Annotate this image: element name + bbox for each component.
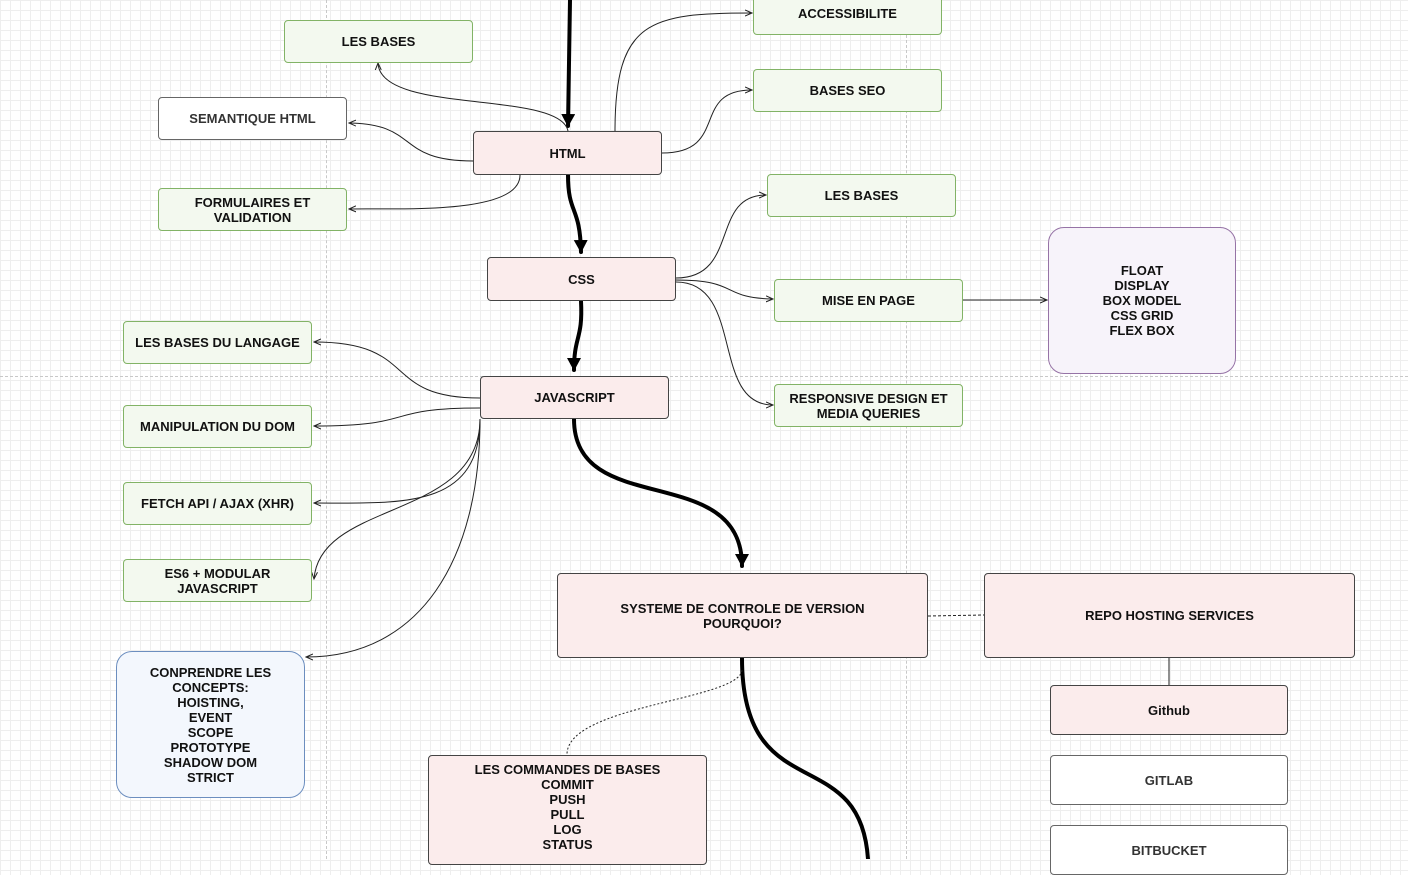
vcs-node[interactable]: SYSTEME DE CONTROLE DE VERSION POURQUOI? <box>557 573 928 658</box>
main-flow-vcs-down <box>740 656 870 859</box>
mise-en-page-node[interactable]: MISE EN PAGE <box>774 279 963 322</box>
guide-line-vertical <box>326 0 327 859</box>
layout-techniques-node[interactable]: FLOAT DISPLAY BOX MODEL CSS GRID FLEX BO… <box>1048 227 1236 374</box>
responsive-node[interactable]: RESPONSIVE DESIGN ET MEDIA QUERIES <box>774 384 963 427</box>
accessibilite-node[interactable]: ACCESSIBILITE <box>753 0 942 35</box>
link-css-responsive <box>675 281 773 405</box>
formulaires-node[interactable]: FORMULAIRES ET VALIDATION <box>158 188 347 231</box>
es6-node[interactable]: ES6 + MODULAR JAVASCRIPT <box>123 559 312 602</box>
gitlab-node[interactable]: GITLAB <box>1050 755 1288 805</box>
link-html-seo <box>661 90 752 154</box>
link-js-dom <box>314 407 481 426</box>
semantique-html-node[interactable]: SEMANTIQUE HTML <box>158 97 347 140</box>
fetch-node[interactable]: FETCH API / AJAX (XHR) <box>123 482 312 525</box>
link-css-bases <box>675 195 766 279</box>
link-js-bases <box>314 342 481 399</box>
repo-hosting-node[interactable]: REPO HOSTING SERVICES <box>984 573 1355 658</box>
bases-seo-node[interactable]: BASES SEO <box>753 69 942 112</box>
css-bases-node[interactable]: LES BASES <box>767 174 956 217</box>
main-flow-html-css <box>566 173 588 254</box>
github-node[interactable]: Github <box>1050 685 1288 735</box>
main-flow-js-vcs <box>572 417 749 568</box>
main-flow-css-js <box>567 299 584 372</box>
dom-node[interactable]: MANIPULATION DU DOM <box>123 405 312 448</box>
link-js-concepts <box>306 418 481 657</box>
link-html-semantique <box>349 123 474 162</box>
git-commands-node[interactable]: LES COMMANDES DE BASES COMMIT PUSH PULL … <box>428 755 707 865</box>
main-flow-top <box>561 0 576 128</box>
link-js-fetch <box>314 418 481 503</box>
link-vcs-commands <box>566 669 743 755</box>
link-html-formulaires <box>349 174 521 209</box>
bitbucket-node[interactable]: BITBUCKET <box>1050 825 1288 875</box>
link-vcs-repo <box>927 614 985 617</box>
javascript-node[interactable]: JAVASCRIPT <box>480 376 669 419</box>
link-html-accessibilite <box>614 13 752 132</box>
html-bases-node[interactable]: LES BASES <box>284 20 473 63</box>
link-js-es6 <box>314 418 481 579</box>
guide-line-vertical <box>906 0 907 859</box>
concepts-node[interactable]: CONPRENDRE LES CONCEPTS: HOISTING, EVENT… <box>116 651 305 798</box>
guide-line-horizontal <box>0 376 1408 377</box>
css-node[interactable]: CSS <box>487 257 676 301</box>
js-bases-node[interactable]: LES BASES DU LANGAGE <box>123 321 312 364</box>
link-css-mise-en-page <box>675 279 773 299</box>
link-html-bases <box>378 63 569 132</box>
html-node[interactable]: HTML <box>473 131 662 175</box>
